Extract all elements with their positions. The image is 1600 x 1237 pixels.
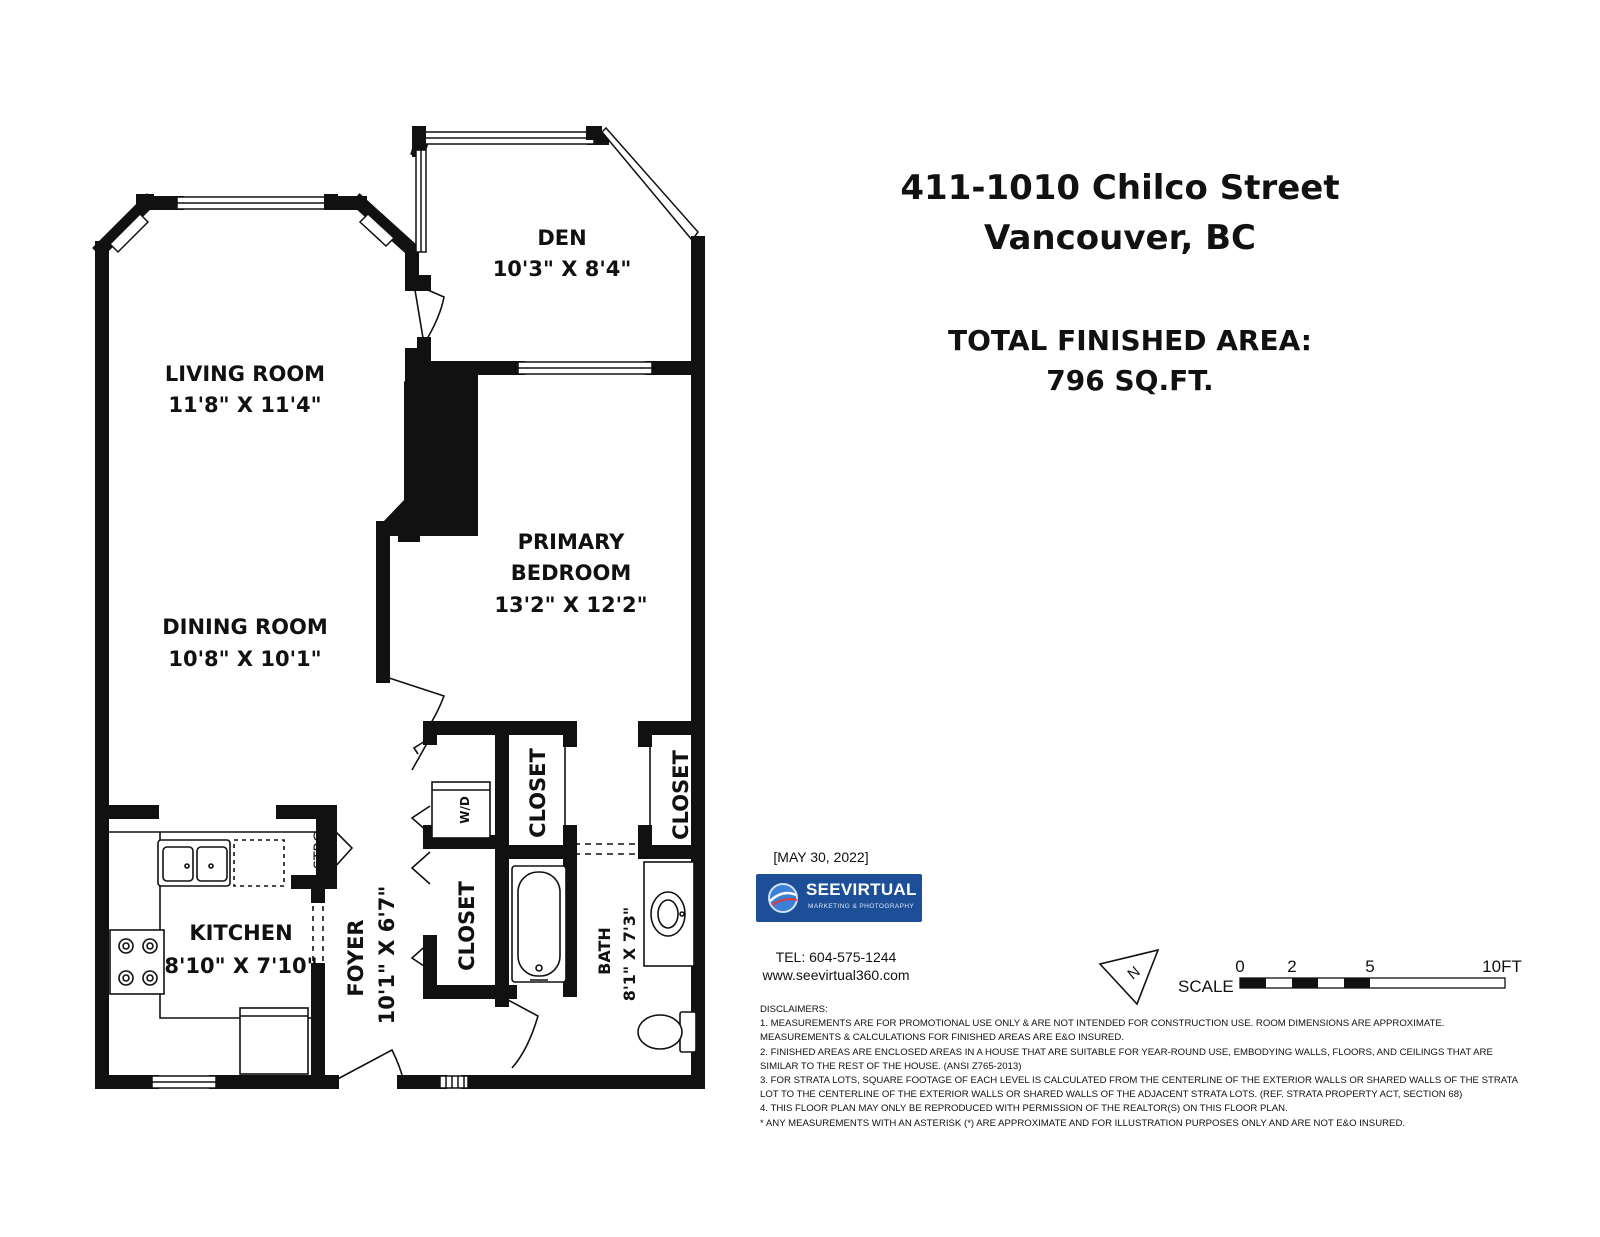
living-room-label: LIVING ROOM [165, 362, 325, 386]
foyer-dims: 10'1" X 6'7" [375, 886, 399, 1025]
closet-label-foyer: CLOSET [455, 880, 479, 970]
foyer-label: FOYER [344, 919, 368, 996]
bath-vanity [643, 861, 695, 967]
bath-label: BATH [595, 927, 614, 975]
room-labels: DEN 10'3" X 8'4" LIVING ROOM 11'8" X 11'… [162, 226, 693, 1024]
scale-title: SCALE [1178, 977, 1234, 996]
dishwasher [239, 1007, 309, 1075]
storage-label: STRG [312, 831, 328, 869]
dining-room-label: DINING ROOM [162, 615, 328, 639]
bath-dims: 8'1" X 7'3" [620, 907, 639, 1001]
total-area-label: TOTAL FINISHED AREA: [948, 324, 1312, 357]
address-line-1: 411-1010 Chilco Street [900, 168, 1340, 208]
kitchen-sink [157, 839, 285, 887]
disclaimer-line: LOT TO THE CENTERLINE OF THE EXTERIOR WA… [760, 1089, 1463, 1101]
windows [108, 126, 699, 1089]
window-corner-caps [136, 126, 705, 250]
seevirtual-logo: SEEVIRTUAL MARKETING & PHOTOGRAPHY [756, 874, 922, 922]
disclaimer-line: * ANY MEASUREMENTS WITH AN ASTERISK (*) … [760, 1117, 1406, 1129]
primary-bedroom-dims: 13'2" X 12'2" [494, 593, 647, 617]
closet-label-bedroom: CLOSET [669, 749, 693, 839]
scale-tick-2: 2 [1287, 957, 1296, 976]
den-label: DEN [537, 226, 586, 250]
address-line-2: Vancouver, BC [984, 218, 1256, 258]
toilet [637, 1011, 697, 1053]
disclaimer-line: 2. FINISHED AREAS ARE ENCLOSED AREAS IN … [760, 1046, 1493, 1058]
disclaimer-heading: DISCLAIMERS: [760, 1004, 828, 1015]
logo-name: SEEVIRTUAL [806, 880, 917, 899]
fireplace [383, 348, 478, 536]
bathtub [511, 865, 567, 983]
contact-website[interactable]: www.seevirtual360.com [762, 967, 910, 983]
partition-cap [398, 528, 420, 542]
logo-tagline: MARKETING & PHOTOGRAPHY [808, 903, 915, 910]
plan-date: [MAY 30, 2022] [773, 849, 869, 865]
disclaimer-line: MEASUREMENTS & CALCULATIONS FOR FINISHED… [760, 1032, 1124, 1044]
disclaimer-line: 1. MEASUREMENTS ARE FOR PROMOTIONAL USE … [760, 1018, 1445, 1030]
scale-tick-5: 5 [1365, 957, 1374, 976]
stove [109, 929, 165, 995]
scale-bar: SCALE 0 2 5 10FT [1178, 957, 1522, 996]
den-dims: 10'3" X 8'4" [493, 257, 632, 281]
disclaimer-line: 3. FOR STRATA LOTS, SQUARE FOOTAGE OF EA… [760, 1075, 1519, 1087]
kitchen-label: KITCHEN [189, 921, 292, 945]
primary-bedroom-label-1: PRIMARY [518, 530, 626, 554]
disclaimer-line: SIMILAR TO THE REST OF THE HOUSE. (ANSI … [760, 1060, 1022, 1072]
dining-room-dims: 10'8" X 10'1" [168, 647, 321, 671]
washer-dryer [431, 781, 491, 839]
washer-dryer-label: W/D [458, 796, 472, 824]
living-room-dims: 11'8" X 11'4" [168, 393, 321, 417]
primary-bedroom-label-2: BEDROOM [511, 561, 632, 585]
kitchen-dims: 8'10" X 7'10" [164, 954, 317, 978]
scale-tick-0: 0 [1235, 957, 1244, 976]
globe-icon [768, 883, 798, 913]
contact-phone: TEL: 604-575-1244 [775, 949, 897, 965]
disclaimer-line: 4. THIS FLOOR PLAN MAY ONLY BE REPRODUCE… [760, 1103, 1288, 1115]
scale-tick-10: 10FT [1482, 957, 1522, 976]
closet-label-hall: CLOSET [526, 747, 550, 837]
doors [312, 283, 651, 1083]
total-area-value: 796 SQ.FT. [1046, 364, 1214, 397]
disclaimers: DISCLAIMERS: 1. MEASUREMENTS ARE FOR PRO… [760, 1003, 1520, 1131]
north-arrow: N [1098, 948, 1160, 1006]
